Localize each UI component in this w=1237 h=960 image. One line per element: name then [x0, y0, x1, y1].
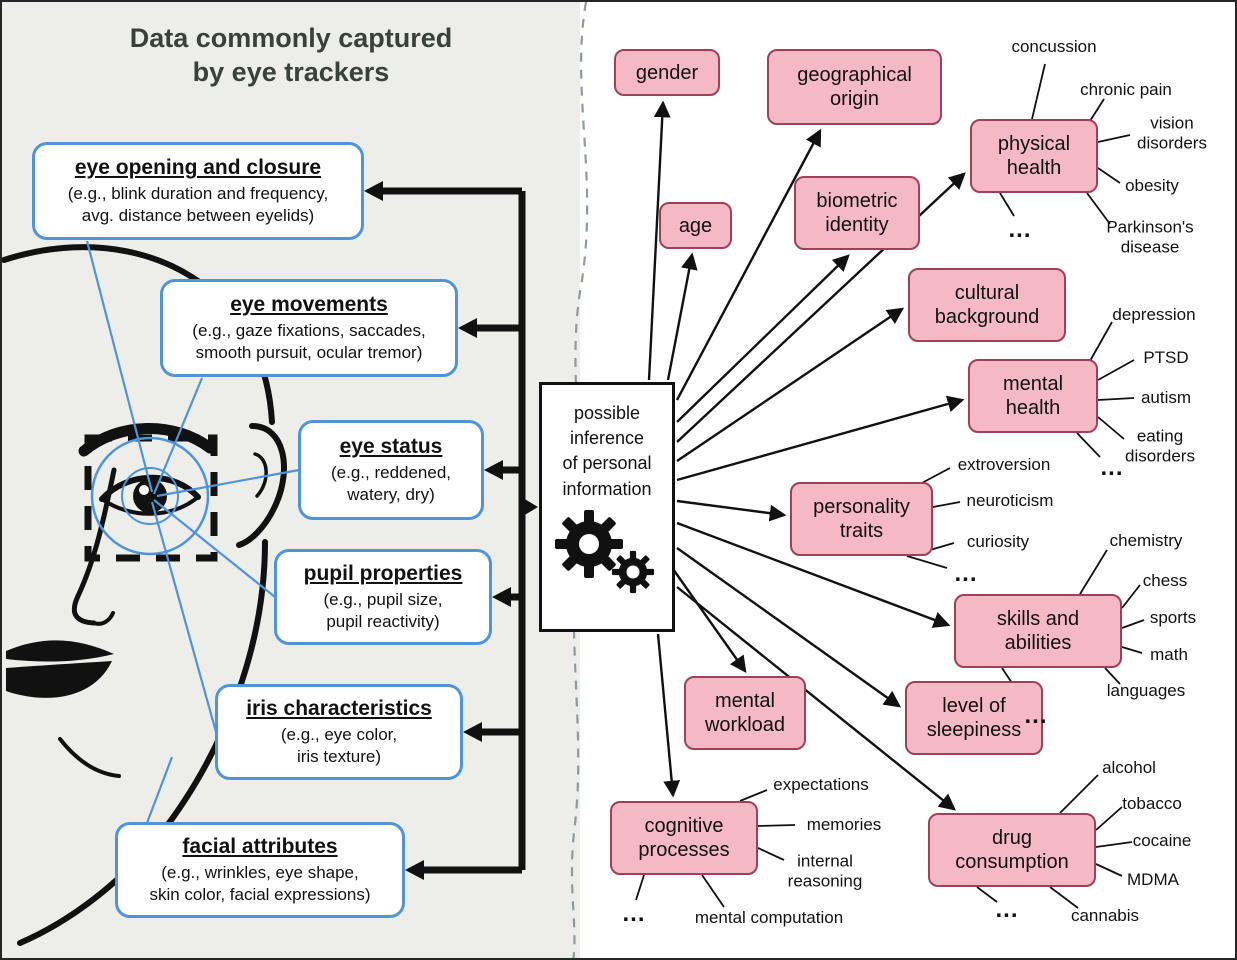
inference-node-geographical-origin: geographical origin [767, 49, 942, 125]
arrow-to-skills-and-abilities [676, 521, 951, 628]
satellite-chemistry: chemistry [1109, 531, 1183, 551]
inference-node-mental-health: mental health [968, 359, 1098, 433]
box-examples: (e.g., wrinkles, eye shape, skin color, … [149, 863, 371, 904]
satellite-neuroticism: neuroticism [966, 491, 1054, 511]
figure-title: Data commonly captured by eye trackers [129, 23, 453, 87]
satellite-mental-computation: mental computation [694, 908, 844, 928]
face-illustration [2, 244, 287, 946]
satellite-lines [635, 63, 1145, 909]
satellite-autism: autism [1140, 388, 1192, 408]
box-label: iris characteristics [246, 697, 432, 721]
inference-node-age: age [659, 202, 732, 249]
satellite-alcohol: alcohol [1102, 758, 1156, 778]
iris-highlight [139, 485, 149, 495]
satellite-depression: depression [1112, 305, 1196, 325]
lower-lip [6, 661, 112, 698]
satellite-eating-disorders: eating disorders [1125, 426, 1195, 465]
box-label: pupil properties [303, 562, 463, 586]
data-box-iris-characteristics: iris characteristics (e.g., eye color, i… [215, 684, 463, 780]
satellite-parkinsons-disease: Parkinson's disease [1106, 217, 1194, 256]
eye-target-marker [84, 434, 218, 562]
arrow-to-age [666, 252, 698, 381]
satellite-chess: chess [1142, 571, 1188, 591]
data-box-eye-opening-and-closure: eye opening and closure (e.g., blink dur… [32, 142, 364, 240]
satellite-languages: languages [1106, 681, 1186, 701]
data-box-facial-attributes: facial attributes (e.g., wrinkles, eye s… [115, 822, 405, 918]
arrow-to-drug-consumption [676, 586, 956, 811]
inference-hub: possible inference of personal informati… [539, 382, 675, 632]
upper-lip [6, 640, 114, 662]
inference-node-drug-consumption: drug consumption [928, 813, 1096, 887]
arrow-to-cultural-background [676, 307, 905, 462]
hub-inlet-arrowhead [523, 498, 538, 516]
satellite-cannabis: cannabis [1070, 906, 1140, 926]
box-examples: (e.g., gaze fixations, saccades, smooth … [192, 321, 426, 362]
box-examples: (e.g., eye color, iris texture) [280, 725, 398, 766]
box-examples: (e.g., blink duration and frequency, avg… [67, 184, 329, 225]
satellite-ellipsis-cognitive: ... [622, 900, 646, 928]
box-label: eye movements [230, 293, 388, 317]
box-label: eye opening and closure [74, 156, 322, 180]
box-label: eye status [339, 435, 443, 459]
box-examples: (e.g., reddened, watery, dry) [330, 463, 452, 504]
satellite-internal-reasoning: internal reasoning [787, 851, 863, 890]
satellite-cocaine: cocaine [1132, 831, 1192, 851]
arrow-to-personality-traits [676, 499, 787, 522]
satellite-ellipsis-drug: ... [995, 896, 1019, 924]
inference-node-skills-and-abilities: skills and abilities [954, 594, 1122, 668]
inference-node-personality-traits: personality traits [790, 482, 933, 556]
satellite-sports: sports [1149, 608, 1197, 628]
eyebrow [78, 423, 216, 457]
inference-node-mental-workload: mental workload [684, 676, 806, 750]
box-examples: (e.g., pupil size, pupil reactivity) [323, 590, 443, 631]
inference-node-cognitive-processes: cognitive processes [610, 801, 758, 875]
satellite-mdma: MDMA [1127, 870, 1179, 890]
arrow-to-level-of-sleepiness [676, 547, 902, 708]
gears-icon [555, 509, 655, 593]
data-box-eye-status: eye status (e.g., reddened, watery, dry) [298, 420, 484, 520]
arrow-to-biometric-identity [676, 254, 850, 423]
satellite-ellipsis-mental-health: ... [1100, 454, 1124, 482]
data-box-eye-movements: eye movements (e.g., gaze fixations, sac… [160, 279, 458, 377]
lower-eyelid [100, 495, 200, 516]
arrow-to-mental-workload [672, 568, 747, 674]
inference-node-level-of-sleepiness: level of sleepiness [905, 681, 1043, 755]
satellite-math: math [1150, 645, 1188, 665]
satellite-obesity: obesity [1125, 176, 1179, 196]
satellite-extroversion: extroversion [957, 455, 1051, 475]
satellite-ellipsis-skills: ... [1024, 702, 1048, 730]
arrow-to-geographical-origin [675, 128, 822, 401]
nose [71, 467, 117, 626]
hub-label: possible inference of personal informati… [562, 403, 652, 499]
feature-link-lines [85, 240, 300, 824]
arrow-to-mental-health [676, 395, 965, 482]
satellite-vision-disorders: vision disorders [1137, 113, 1207, 152]
satellite-ellipsis-personality: ... [954, 560, 978, 588]
satellite-tobacco: tobacco [1122, 794, 1182, 814]
satellite-chronic-pain: chronic pain [1080, 80, 1172, 100]
inference-node-gender: gender [614, 49, 720, 96]
satellite-concussion: concussion [1011, 37, 1097, 57]
data-box-pupil-properties: pupil properties (e.g., pupil size, pupi… [274, 549, 492, 645]
satellite-ptsd: PTSD [1143, 348, 1189, 368]
inference-node-biometric-identity: biometric identity [794, 176, 920, 250]
satellite-memories: memories [806, 815, 882, 835]
inference-node-physical-health: physical health [970, 119, 1098, 193]
arrow-to-cognitive-processes [656, 633, 681, 798]
capture-connector-trunk [364, 181, 538, 880]
satellite-expectations: expectations [773, 775, 869, 795]
inference-node-cultural-background: cultural background [908, 268, 1066, 342]
satellite-curiosity: curiosity [966, 532, 1030, 552]
satellite-ellipsis-physical-health: ... [1008, 216, 1032, 244]
box-label: facial attributes [182, 835, 338, 859]
arrow-to-gender [647, 100, 671, 381]
